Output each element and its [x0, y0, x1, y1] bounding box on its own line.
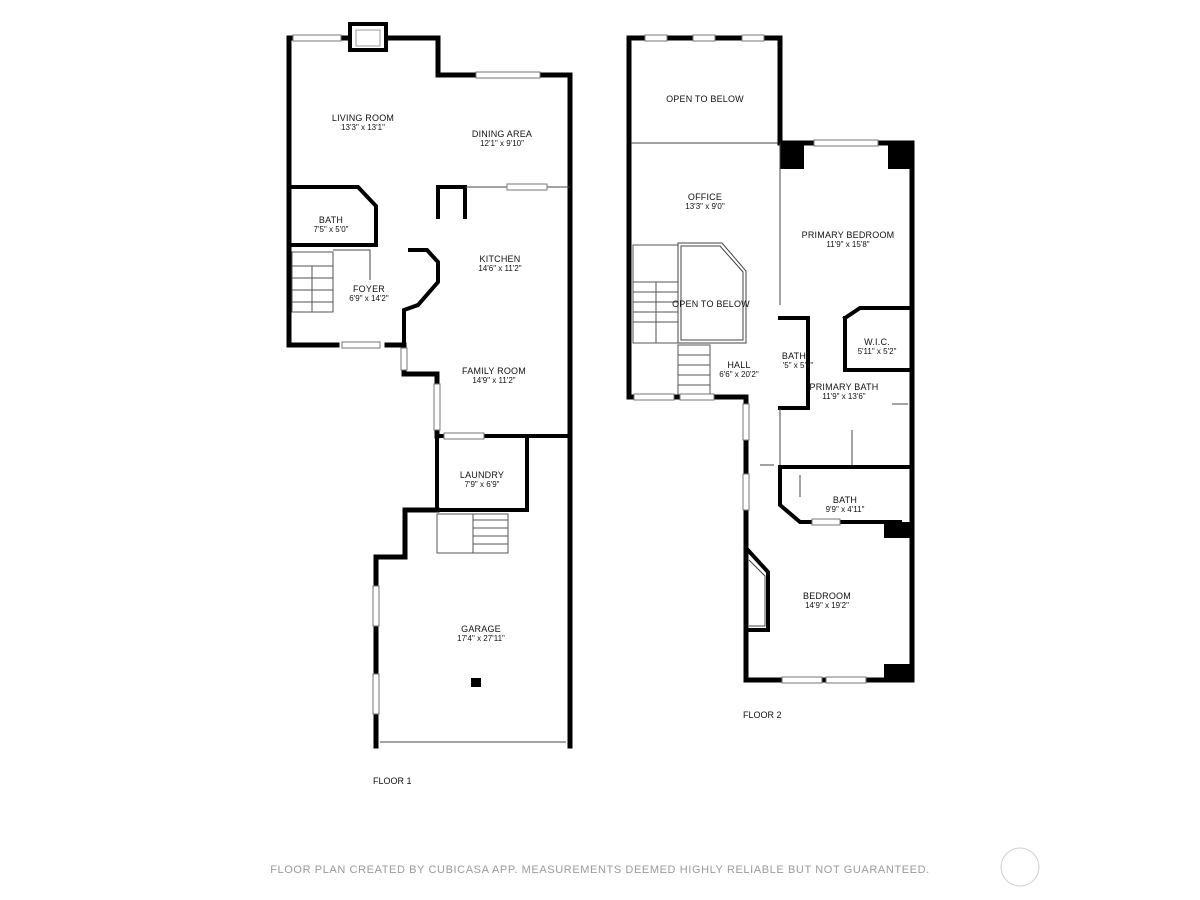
room-name: LAUNDRY: [460, 470, 504, 480]
floor-2-staircase: [632, 244, 711, 396]
room-dimensions: 6'9" x 14'2": [349, 294, 389, 303]
floor-1-plan: [286, 22, 573, 749]
room-dimensions: '5" x 5'1": [783, 361, 814, 370]
floor-1-label: FLOOR 1: [373, 776, 412, 786]
room-dimensions: 14'6" x 11'2": [478, 264, 521, 273]
room-name: BATH: [782, 351, 806, 361]
room-name: BATH: [319, 215, 343, 225]
room-name: FAMILY ROOM: [462, 366, 526, 376]
room-name: PRIMARY BEDROOM: [802, 230, 895, 240]
room-dimensions: 12'1" x 9'10": [480, 139, 524, 148]
room-name: HALL: [727, 360, 750, 370]
room-name: OPEN TO BELOW: [672, 299, 750, 309]
compass-icon: [1000, 847, 1040, 887]
room-dimensions: 14'9" x 11'2": [472, 376, 515, 385]
room-name: BATH: [833, 495, 857, 505]
floor-2-plan: [626, 34, 915, 684]
room-dimensions: 9'9" x 4'11": [826, 505, 865, 514]
room-dimensions: 17'4" x 27'11": [457, 634, 505, 643]
room-name: GARAGE: [461, 624, 501, 634]
room-name: W.I.C.: [864, 337, 890, 347]
room-name: FOYER: [353, 284, 385, 294]
room-labels: LIVING ROOM 13'3" x 13'1" DINING AREA 12…: [314, 94, 897, 643]
room-name: LIVING ROOM: [332, 113, 394, 123]
room-name: DINING AREA: [472, 129, 532, 139]
room-dimensions: 13'3" x 13'1": [341, 123, 385, 132]
room-name: OPEN TO BELOW: [666, 94, 744, 104]
room-dimensions: 6'6" x 20'2": [719, 370, 759, 379]
room-dimensions: 13'3" x 9'0": [685, 202, 725, 211]
room-dimensions: 7'9" x 6'9": [465, 480, 500, 489]
room-name: PRIMARY BATH: [810, 382, 879, 392]
room-dimensions: 5'11" x 5'2": [858, 347, 897, 356]
floor-2-label: FLOOR 2: [743, 710, 782, 720]
room-name: KITCHEN: [480, 254, 521, 264]
room-name: BEDROOM: [803, 591, 851, 601]
room-dimensions: 14'9" x 19'2": [805, 601, 849, 610]
laundry-steps: [436, 513, 509, 554]
footer-disclaimer: FLOOR PLAN CREATED BY CUBICASA APP. MEAS…: [270, 864, 930, 876]
floor-1-staircase: [291, 251, 334, 313]
room-dimensions: 11'9" x 13'6": [822, 392, 865, 401]
room-name: OFFICE: [688, 192, 722, 202]
garage-post: [471, 678, 481, 687]
room-dimensions: 11'9" x 15'8": [826, 240, 869, 249]
room-dimensions: 7'5" x 5'0": [314, 225, 349, 234]
